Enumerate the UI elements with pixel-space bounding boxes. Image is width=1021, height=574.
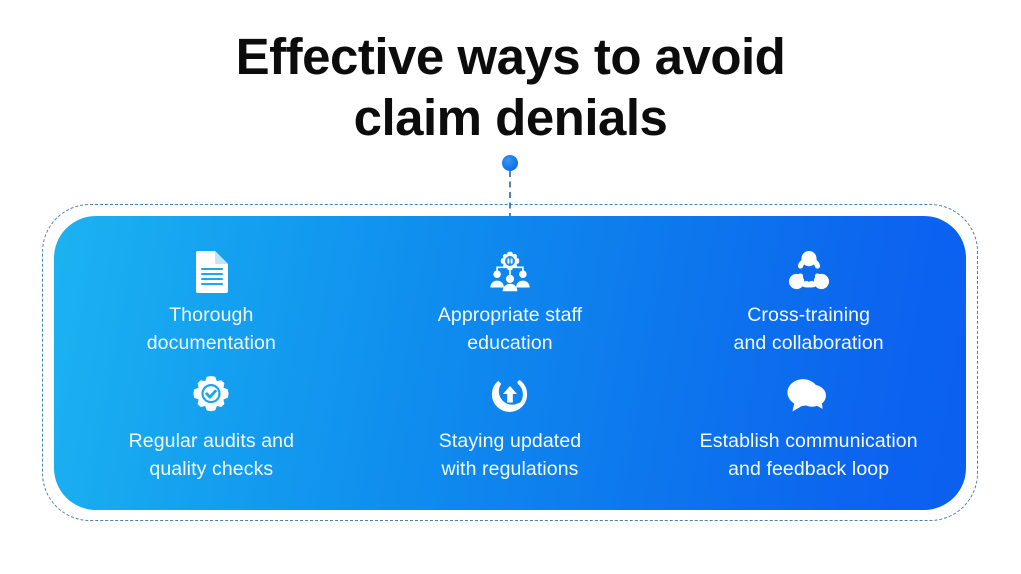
connector <box>502 155 519 219</box>
methods-card: Thorough documentation <box>54 216 966 510</box>
method-item-label: Regular audits and quality checks <box>128 430 295 480</box>
methods-grid: Thorough documentation <box>54 216 966 510</box>
method-item-establish-communication-feedback[interactable]: Establish communication and feedback loo… <box>659 364 958 490</box>
page-title-line-1: Effective ways to avoid <box>235 28 786 85</box>
method-item-staying-updated-regulations[interactable]: Staying updated with regulations <box>361 364 660 490</box>
page-title-line-2: claim denials <box>353 89 668 146</box>
method-item-label: Appropriate staff education <box>437 304 583 354</box>
method-item-regular-audits-quality-checks[interactable]: Regular audits and quality checks <box>62 364 361 490</box>
gear-check-icon <box>188 374 234 420</box>
method-item-label: Thorough documentation <box>146 304 276 354</box>
connector-dashed-stem <box>509 171 511 219</box>
connector-dot <box>502 155 518 171</box>
page-title: Effective ways to avoid claim denials <box>0 26 1021 148</box>
method-item-label: Staying updated with regulations <box>438 430 582 480</box>
method-item-thorough-documentation[interactable]: Thorough documentation <box>62 238 361 364</box>
method-item-label: Establish communication and feedback loo… <box>699 430 918 480</box>
staff-training-gear-icon <box>487 248 533 294</box>
method-item-cross-training-collaboration[interactable]: Cross-training and collaboration <box>659 238 958 364</box>
update-arrow-circle-icon <box>487 374 533 420</box>
document-icon <box>188 248 234 294</box>
collaboration-network-icon <box>786 248 832 294</box>
method-item-appropriate-staff-education[interactable]: Appropriate staff education <box>361 238 660 364</box>
dashed-outline-frame <box>42 204 978 521</box>
chat-bubbles-icon <box>786 374 832 420</box>
method-item-label: Cross-training and collaboration <box>733 304 884 354</box>
